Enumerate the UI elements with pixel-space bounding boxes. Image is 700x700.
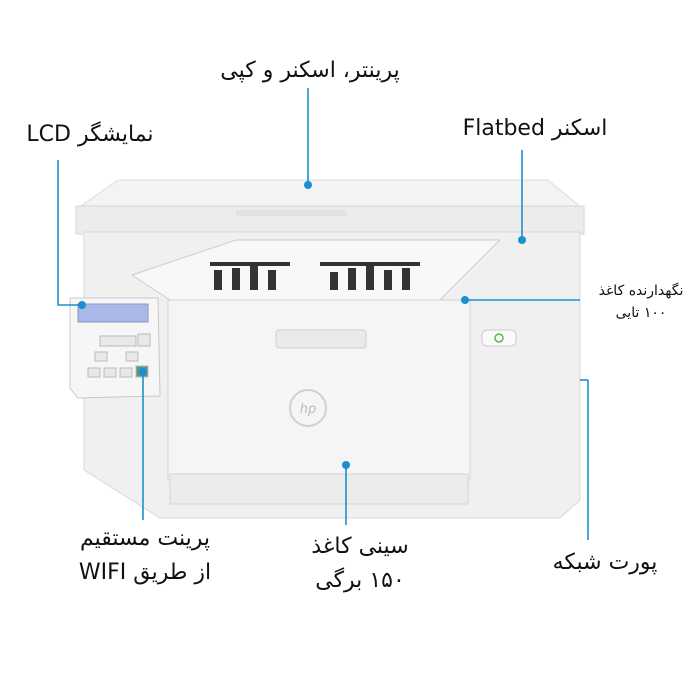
- label-tray-line2: ۱۵۰ برگی: [315, 568, 405, 593]
- label-wifi-line1: پرینت مستقیم: [79, 526, 211, 551]
- callout-dot-holder: [461, 296, 469, 304]
- label-paper-holder-line1: نگهدارنده کاغذ: [598, 283, 684, 299]
- label-network-port: پورت شبکه: [552, 550, 658, 575]
- callout-lines: [57, 88, 589, 540]
- scanner-lid: [76, 179, 584, 209]
- label-wifi: پرینت مستقیم از طریق WIFI: [50, 522, 240, 590]
- label-paper-holder: نگهدارنده کاغذ ۱۰۰ تایی: [582, 280, 700, 324]
- hp-logo: [289, 389, 327, 427]
- label-paper-holder-line2: ۱۰۰ تایی: [615, 305, 667, 321]
- label-wifi-line2: از طریق WIFI: [78, 560, 212, 585]
- callout-dot-tray: [342, 461, 350, 469]
- power-button: [481, 329, 517, 347]
- lcd-screen: [77, 303, 149, 323]
- callout-dot-top: [304, 181, 312, 189]
- callout-dot-flatbed: [518, 236, 526, 244]
- paper-print-bars: [210, 262, 420, 290]
- callout-dot-wifi: [139, 368, 147, 376]
- callout-dot-lcd: [78, 301, 86, 309]
- paper-tray: [167, 299, 471, 481]
- label-flatbed: اسکنر Flatbed: [462, 116, 608, 141]
- label-tray-line1: سینی کاغذ: [311, 534, 409, 559]
- label-lcd: نمایشگر LCD: [26, 122, 154, 147]
- label-tray: سینی کاغذ ۱۵۰ برگی: [290, 530, 430, 598]
- label-printer-scanner-copier: پرینتر، اسکنر و کپی: [220, 58, 400, 83]
- svg-text:hp: hp: [300, 402, 317, 417]
